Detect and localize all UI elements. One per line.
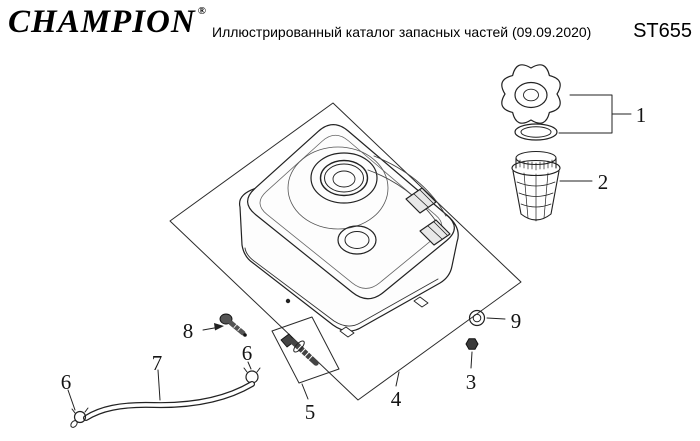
callout-9: 9 <box>511 309 522 333</box>
fuel-tank-drawing <box>238 124 459 338</box>
washer-9 <box>468 309 486 327</box>
fuel-cap-scalloped-edge <box>501 64 561 124</box>
fuel-cap-group <box>501 64 561 124</box>
filter-mesh <box>516 172 556 222</box>
catalog-title: Иллюстрированный каталог запасных частей… <box>212 24 592 40</box>
callout-3: 3 <box>466 370 477 394</box>
hose-end-fitting <box>70 420 78 428</box>
leader-line-6-upper <box>247 361 252 370</box>
filler-neck-outer <box>310 152 378 204</box>
fuel-cap-top-center <box>523 88 539 102</box>
leader-line-4 <box>395 371 400 387</box>
logo-text: CHAMPION <box>8 4 196 40</box>
clamp-lower-ears <box>71 407 89 414</box>
leader-line-5 <box>301 383 309 400</box>
fuel-filter-group <box>511 150 561 222</box>
cap-gasket-group <box>514 123 558 141</box>
tank-bracket-upper <box>405 187 437 214</box>
hose-core <box>84 382 254 420</box>
filler-recess-circle <box>287 146 389 230</box>
filter-collar-sides <box>515 157 557 169</box>
clamp-upper-ears <box>243 367 261 373</box>
filter-collar-hatching <box>519 159 553 171</box>
boundary-panel-bolt <box>271 316 340 384</box>
bolt-thread-hatches <box>296 344 314 361</box>
valve-tip <box>243 333 247 337</box>
washer-outer <box>468 309 486 327</box>
tank-topface-inner-line <box>259 134 443 289</box>
bolt-5 <box>280 333 319 366</box>
callout-6-upper: 6 <box>242 341 253 365</box>
leader-line-7 <box>157 369 161 401</box>
clamp-6-lower <box>71 407 89 424</box>
cap-gasket-outer <box>514 123 558 141</box>
nut-hex <box>465 338 479 350</box>
fuel-hose-7 <box>70 381 255 428</box>
hose-outline <box>83 381 255 421</box>
valve-body <box>228 320 246 336</box>
clamp-6-upper <box>243 367 261 384</box>
registered-trademark-icon: ® <box>197 5 207 17</box>
leader-line-3 <box>470 351 473 369</box>
fuel-cap-top-ring <box>514 81 548 109</box>
arrowhead-8-icon <box>214 323 224 331</box>
second-opening-outer <box>337 225 377 255</box>
tank-bracket-lower <box>419 219 451 246</box>
washer-inner <box>472 313 482 323</box>
valve-thread-hatches <box>233 322 243 331</box>
callout-bracket-1 <box>558 94 632 134</box>
tank-ridge-lines <box>367 155 447 225</box>
cap-gasket-inner <box>520 126 552 138</box>
filler-neck-inner <box>324 163 364 193</box>
bolt-washer <box>293 340 305 353</box>
second-opening-inner <box>344 231 370 249</box>
callout-5: 5 <box>305 400 316 424</box>
leader-line-9 <box>486 317 506 320</box>
filler-neck-hole <box>332 170 356 188</box>
model-number: ST655 <box>633 20 692 42</box>
callout-6-lower: 6 <box>61 370 72 394</box>
callout-2: 2 <box>598 170 609 194</box>
callout-1: 1 <box>636 103 647 127</box>
leader-line-6-lower <box>67 389 76 411</box>
callout-8: 8 <box>183 319 194 343</box>
callout-7: 7 <box>152 351 163 375</box>
arrow-8 <box>202 323 224 331</box>
filler-neck-ring <box>319 159 369 197</box>
nut-3 <box>465 338 479 350</box>
tank-mount-tabs <box>339 296 429 338</box>
filter-collar-top <box>515 150 557 166</box>
tank-topface-edge <box>247 188 455 300</box>
tank-bottom-flange-line <box>244 247 439 327</box>
valve-8 <box>219 313 247 337</box>
champion-logo: CHAMPION® <box>8 4 207 41</box>
clamp-lower-ring <box>73 410 87 424</box>
tank-drain-hole <box>285 298 291 304</box>
callout-4: 4 <box>391 387 402 411</box>
